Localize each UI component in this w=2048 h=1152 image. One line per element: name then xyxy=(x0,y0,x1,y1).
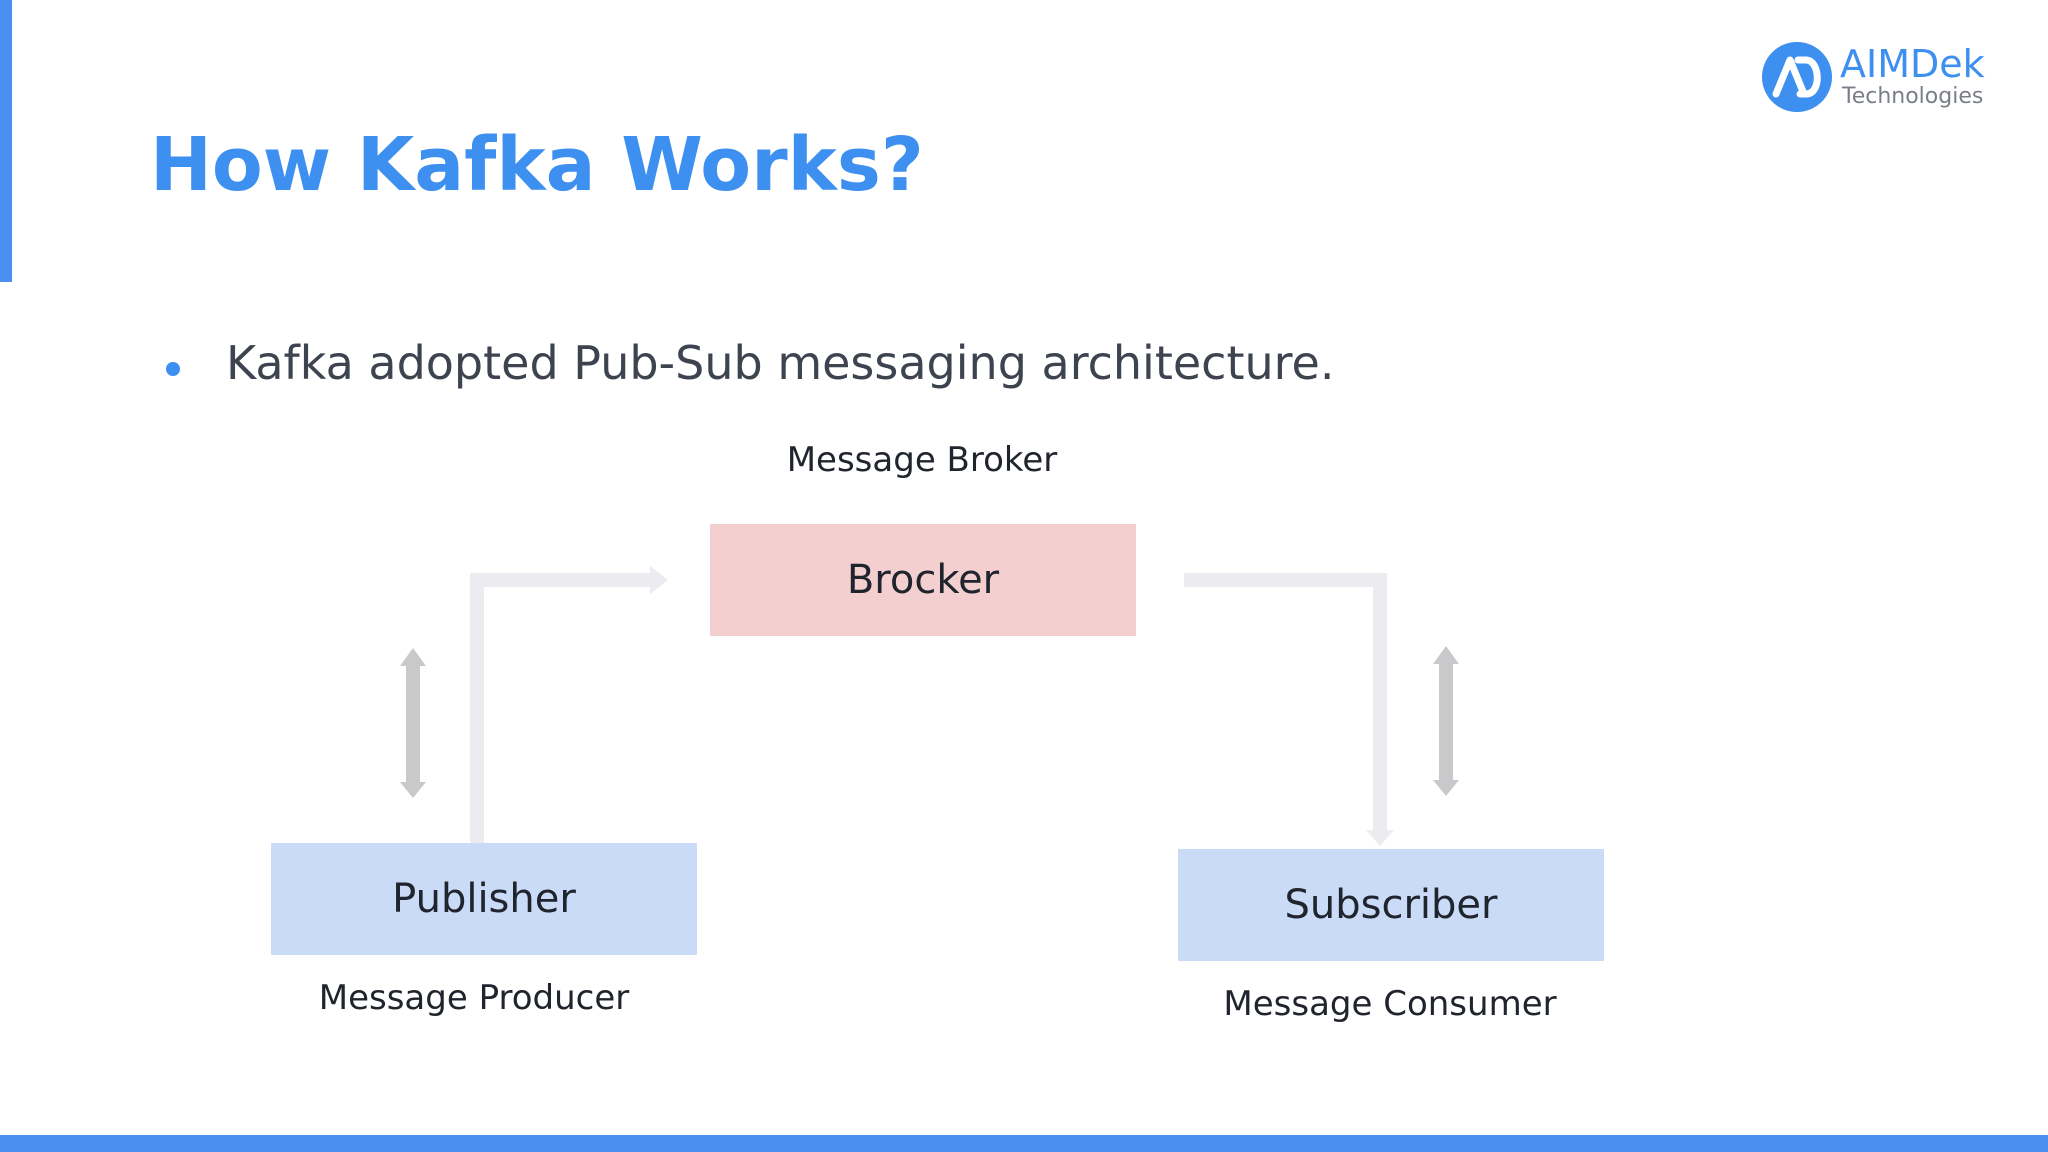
bottom-accent-bar xyxy=(0,1135,2048,1152)
broker-box: Brocker xyxy=(710,524,1136,636)
bullet-dot-icon xyxy=(166,362,180,376)
broker-to-subscriber-arrow xyxy=(1184,573,1387,830)
logo-mark-icon xyxy=(1762,42,1832,112)
left-double-arrow xyxy=(400,648,426,798)
logo-subtitle: Technologies xyxy=(1842,84,1984,109)
broker-label: Brocker xyxy=(846,557,1000,603)
logo-name: AIMDek xyxy=(1840,42,1985,86)
broker-caption: Message Broker xyxy=(786,440,1058,480)
publisher-label: Publisher xyxy=(392,876,576,922)
publisher-caption: Message Producer xyxy=(318,978,630,1018)
publisher-to-broker-arrowhead xyxy=(650,566,668,594)
bullet-text: Kafka adopted Pub-Sub messaging architec… xyxy=(226,336,1335,390)
subscriber-label: Subscriber xyxy=(1284,882,1498,928)
broker-to-subscriber-arrowhead xyxy=(1366,830,1394,846)
company-logo: AIMDek Technologies xyxy=(1762,40,1992,116)
right-double-arrow xyxy=(1433,646,1459,796)
publisher-to-broker-arrow xyxy=(470,573,650,843)
subscriber-box: Subscriber xyxy=(1178,849,1604,961)
publisher-box: Publisher xyxy=(271,843,697,955)
slide-title: How Kafka Works? xyxy=(150,122,924,208)
left-accent-bar xyxy=(0,0,12,282)
subscriber-caption: Message Consumer xyxy=(1223,984,1557,1024)
